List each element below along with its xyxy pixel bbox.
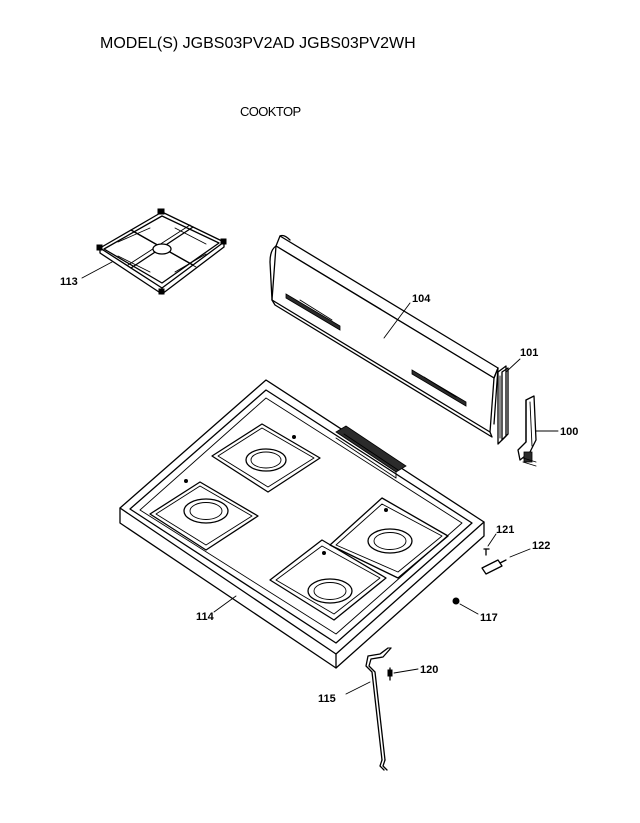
leader-117 — [459, 603, 479, 615]
leader-121 — [487, 533, 497, 547]
leader-101 — [505, 358, 521, 373]
leader-122 — [509, 548, 531, 558]
igniter-connector-drawing — [481, 559, 507, 575]
rod-support-drawing — [365, 647, 392, 771]
leader-114 — [213, 595, 237, 613]
button-plug-drawing — [452, 597, 460, 605]
burner-grate-drawing — [96, 208, 227, 295]
label-101: 101 — [520, 347, 538, 359]
cooktop-drawing — [119, 379, 485, 669]
section-title: COOKTOP — [240, 104, 301, 119]
end-cap-drawing — [517, 395, 537, 467]
label-113: 113 — [60, 276, 78, 288]
label-121: 121 — [496, 524, 514, 536]
leader-104 — [383, 302, 411, 339]
model-line: MODEL(S) JGBS03PV2AD JGBS03PV2WH — [100, 35, 416, 52]
label-115: 115 — [318, 693, 336, 705]
backsplash-drawing — [269, 234, 499, 438]
label-114: 114 — [196, 611, 215, 623]
label-117: 117 — [480, 612, 498, 624]
clip-drawing — [387, 667, 393, 681]
end-cap-bracket-drawing — [497, 365, 509, 445]
label-122: 122 — [532, 540, 550, 552]
label-104: 104 — [412, 293, 431, 305]
label-120: 120 — [420, 664, 438, 676]
label-100: 100 — [560, 426, 578, 438]
leader-120 — [393, 668, 419, 674]
leader-113 — [81, 261, 113, 279]
leader-115 — [345, 681, 371, 695]
small-fastener-drawing — [483, 548, 490, 556]
